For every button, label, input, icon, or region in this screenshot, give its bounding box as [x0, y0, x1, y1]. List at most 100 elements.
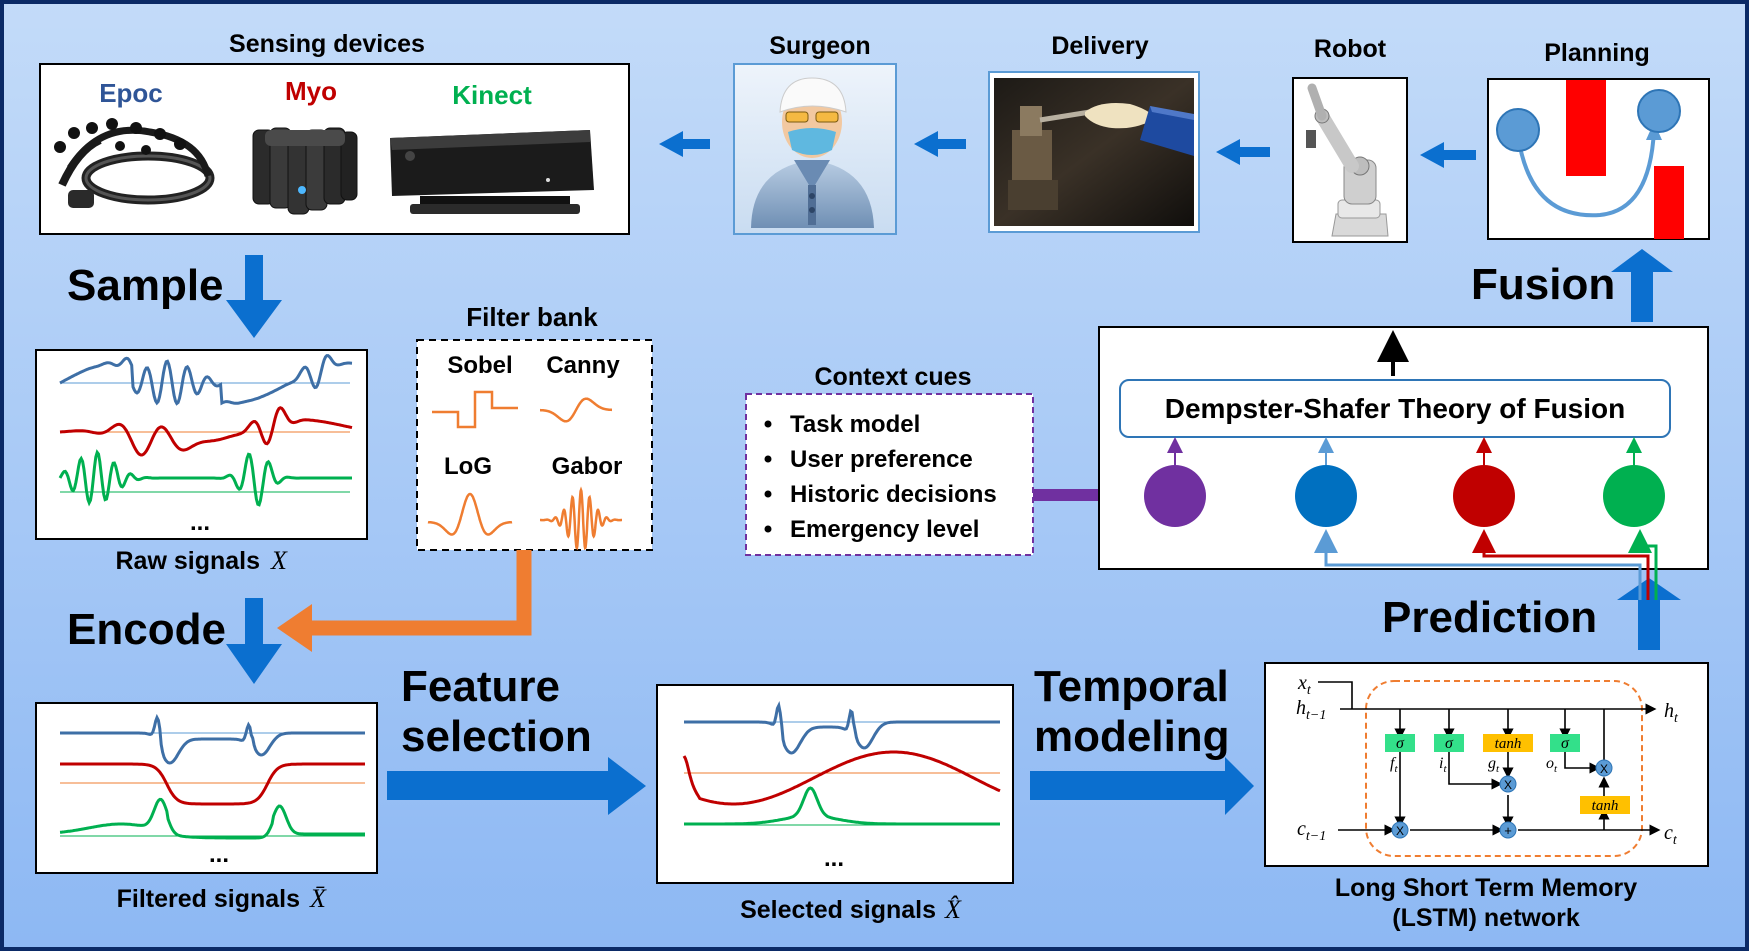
- svg-text:σ: σ: [1561, 735, 1570, 752]
- sensing-devices-title: Sensing devices: [229, 30, 425, 58]
- svg-text:tanh: tanh: [1495, 736, 1522, 752]
- context-cues-title: Context cues: [815, 363, 972, 391]
- context-item-user-preference: User preference: [790, 446, 973, 473]
- context-cues-panel: Context cues Task model User preference …: [745, 363, 1034, 556]
- lstm-ft: ft: [1390, 755, 1398, 775]
- context-item-historic-decisions: Historic decisions: [790, 481, 997, 508]
- lstm-gate-candidate: tanh: [1483, 734, 1533, 752]
- context-cues-list: Task model User preference Historic deci…: [764, 411, 997, 543]
- lstm-wiring: [1318, 681, 1661, 836]
- filtered-signals-panel: ...: [35, 702, 378, 874]
- context-bullet: [764, 420, 772, 428]
- raw-ellipsis: ...: [190, 509, 210, 536]
- lstm-gate-forget: σ: [1385, 734, 1415, 752]
- surgeon-panel: Surgeon: [733, 32, 897, 235]
- temporal-modeling-arrow: [1030, 757, 1254, 815]
- lstm-c-prev: ct−1: [1297, 818, 1326, 844]
- filtered-signal-blue: [60, 713, 365, 765]
- sobel-label: Sobel: [447, 352, 512, 379]
- dst-label: Dempster-Shafer Theory of Fusion: [1165, 393, 1626, 424]
- dst-box: [1119, 379, 1671, 438]
- filtered-ellipsis: ...: [209, 841, 229, 868]
- lstm-gt: gt: [1488, 755, 1500, 775]
- gabor-filter-curve: [540, 486, 622, 551]
- arrow-delivery-to-surgeon: [914, 131, 966, 157]
- sobel-filter-curve: [432, 390, 518, 429]
- lstm-caption-line1: Long Short Term Memory: [1335, 874, 1637, 902]
- temporal-label-line1: Temporal: [1034, 662, 1229, 711]
- lstm-cell-tanh: tanh: [1580, 796, 1630, 814]
- surgeon-avatar-image: [751, 77, 874, 228]
- fusion-node-green: [1603, 465, 1665, 527]
- temporal-label-line2: modeling: [1034, 712, 1230, 761]
- lstm-ot: ot: [1546, 755, 1558, 775]
- svg-text:σ: σ: [1445, 735, 1454, 752]
- svg-text:X: X: [1600, 762, 1608, 776]
- raw-signals-panel: ...: [35, 349, 368, 540]
- instrument-handoff-image: [1008, 103, 1194, 210]
- filtered-signals-caption: Filtered signals: [117, 885, 300, 913]
- context-bullet: [764, 455, 772, 463]
- encode-arrow: [226, 598, 282, 684]
- fusion-node-context: [1144, 465, 1206, 527]
- lstm-op-forget-mult: X: [1391, 821, 1409, 839]
- prediction-to-green-line: [1628, 529, 1658, 600]
- filtered-signal-red: [60, 762, 365, 806]
- fusion-label: Fusion: [1471, 260, 1615, 309]
- planning-panel: Planning: [1487, 39, 1710, 240]
- raw-signal-blue: [59, 354, 353, 406]
- prediction-to-red-line: [1472, 529, 1650, 600]
- filtered-signals-symbol: X̄: [309, 884, 327, 913]
- sample-label: Sample: [67, 261, 224, 310]
- log-filter-curve: [427, 492, 513, 536]
- feature-label-line1: Feature: [401, 662, 560, 711]
- prediction-arrow: [1617, 578, 1681, 650]
- svg-text:σ: σ: [1396, 735, 1405, 752]
- prediction-label: Prediction: [1382, 593, 1597, 642]
- planning-trajectory-image: [1496, 80, 1684, 239]
- fusion-node-red: [1453, 465, 1515, 527]
- svg-text:tanh: tanh: [1592, 798, 1619, 814]
- svg-text:X: X: [1504, 778, 1512, 792]
- selected-signal-green: [684, 786, 1000, 826]
- robot-panel: Robot: [1292, 35, 1408, 243]
- lstm-gate-input: σ: [1434, 734, 1464, 752]
- filter-bank-title: Filter bank: [466, 302, 598, 332]
- selected-signal-blue: [684, 701, 1000, 755]
- epoc-headset-image: [54, 118, 215, 208]
- canny-label: Canny: [546, 352, 620, 379]
- prediction-to-blue-line: [1314, 529, 1642, 600]
- log-label: LoG: [444, 453, 492, 480]
- lstm-caption-line2: (LSTM) network: [1392, 904, 1580, 932]
- fusion-panel: Dempster-Shafer Theory of Fusion: [1098, 326, 1709, 600]
- gabor-label: Gabor: [552, 453, 623, 480]
- selected-signals-symbol: X̂: [944, 895, 962, 924]
- arrow-planning-to-robot: [1420, 142, 1476, 168]
- lstm-h-out: ht: [1664, 700, 1679, 726]
- canny-filter-curve: [539, 397, 613, 423]
- context-item-task-model: Task model: [790, 411, 920, 438]
- robot-title: Robot: [1314, 35, 1387, 63]
- raw-signal-green: [58, 449, 352, 507]
- sample-arrow: [226, 255, 282, 338]
- filtered-signal-green: [59, 797, 365, 840]
- encode-label: Encode: [67, 605, 226, 654]
- lstm-cell-boundary: [1365, 680, 1643, 857]
- lstm-gate-output: σ: [1550, 734, 1580, 752]
- top-flow-arrows: [659, 131, 1476, 168]
- fusion-arrow: [1611, 249, 1673, 322]
- raw-signals-caption: Raw signals: [116, 547, 261, 575]
- raw-signal-red: [59, 406, 353, 457]
- fusion-node-blue: [1295, 465, 1357, 527]
- epoc-label: Epoc: [99, 78, 163, 108]
- svg-text:X: X: [1396, 824, 1404, 838]
- sensing-devices-panel: Sensing devices Epoc Myo Kinect: [39, 30, 630, 235]
- context-item-emergency-level: Emergency level: [790, 516, 979, 543]
- selected-signals-panel: ...: [656, 684, 1014, 884]
- robot-arm-image: [1306, 83, 1389, 237]
- arrow-robot-to-delivery: [1216, 139, 1270, 165]
- lstm-op-add: +: [1499, 821, 1517, 839]
- lstm-it: it: [1439, 755, 1447, 775]
- feature-selection-arrow: [387, 757, 646, 815]
